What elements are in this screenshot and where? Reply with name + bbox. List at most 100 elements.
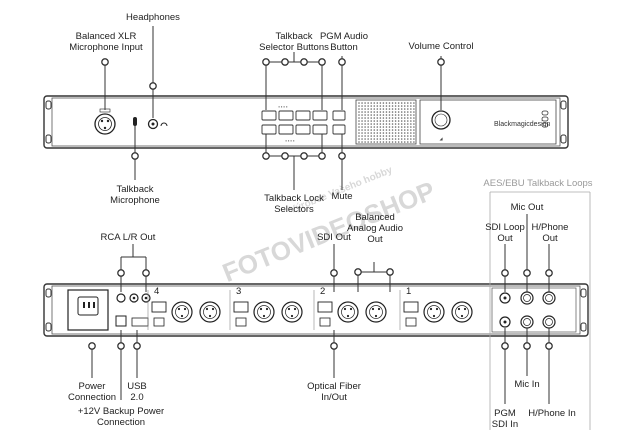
talkback-selector-button[interactable]	[278, 110, 294, 121]
talkback-lock-button[interactable]	[261, 124, 277, 135]
backup-power-port[interactable]	[116, 293, 126, 303]
optical-fiber-port[interactable]	[403, 301, 419, 313]
grille-hole	[385, 135, 388, 137]
grille-hole	[370, 132, 373, 134]
xlr-audio-out-port[interactable]	[199, 301, 221, 323]
grille-hole	[361, 117, 363, 119]
grille-hole	[403, 105, 406, 107]
sdi-out-port[interactable]	[319, 317, 331, 327]
grille-hole	[373, 132, 376, 134]
sdi-out-port[interactable]	[405, 317, 417, 327]
mic-in-port[interactable]	[520, 315, 534, 329]
grille-hole	[358, 141, 360, 143]
xlr-audio-out-port[interactable]	[281, 301, 303, 323]
grille-hole	[388, 111, 391, 113]
headphone-in-port[interactable]	[542, 315, 556, 329]
label-hphone-in: H/Phone In	[528, 408, 576, 419]
rack-hole	[560, 134, 567, 144]
xlr-audio-out-port[interactable]	[171, 301, 193, 323]
grille-hole	[385, 141, 388, 143]
power-inlet[interactable]	[67, 289, 109, 331]
xlr-inner-ring	[257, 305, 271, 319]
grille-hole	[376, 111, 379, 113]
xlr-inner-ring	[203, 305, 217, 319]
label-volume-control: Volume Control	[409, 41, 474, 52]
front-labels: Headphones Balanced XLR Microphone Input…	[69, 12, 473, 215]
grille-hole	[388, 135, 391, 137]
grille-hole	[379, 141, 382, 143]
grille-hole	[397, 117, 400, 119]
grille-hole	[394, 120, 397, 122]
grille-hole	[379, 126, 382, 128]
optical-fiber-port[interactable]	[317, 301, 333, 313]
xlr-pin	[287, 307, 291, 311]
label-selector-buttons: Selector Buttons	[259, 42, 329, 53]
grille-hole	[376, 114, 379, 116]
grille-hole	[370, 123, 373, 125]
talkback-selector-button[interactable]	[312, 110, 328, 121]
grille-hole	[373, 129, 376, 131]
label-balanced: Balanced	[355, 212, 395, 223]
talkback-selector-button[interactable]	[261, 110, 277, 121]
xlr-audio-out-port[interactable]	[451, 301, 473, 323]
grille-hole	[400, 108, 403, 110]
channel-number: 4	[154, 286, 159, 297]
grille-hole	[361, 114, 363, 116]
grille-hole	[410, 117, 412, 119]
pgm-audio-button[interactable]	[332, 110, 346, 121]
talkback-selector-button[interactable]	[295, 110, 311, 121]
grille-hole	[388, 126, 391, 128]
optical-fiber-port[interactable]	[151, 301, 167, 313]
grille-hole	[403, 111, 406, 113]
switch-block	[131, 317, 149, 327]
xlr-pin	[371, 307, 375, 311]
grille-hole	[358, 108, 360, 110]
sdi-out-port[interactable]	[235, 317, 247, 327]
grille-hole	[370, 117, 373, 119]
grille-hole	[379, 120, 382, 122]
grille-hole	[400, 123, 403, 125]
grille-hole	[385, 105, 388, 107]
xlr-audio-out-port[interactable]	[253, 301, 275, 323]
grille-hole	[358, 126, 360, 128]
grille-hole	[367, 129, 369, 131]
xlr-inner-ring	[427, 305, 441, 319]
headphone-jack[interactable]	[147, 118, 159, 130]
grille-hole	[407, 123, 409, 125]
label-button: Button	[330, 42, 357, 53]
xlr-audio-out-port[interactable]	[423, 301, 445, 323]
front-panel: ▪ ▪ ▪ ▪ ▪ ▪ ▪ ▪ ◢ Blackmagicdesign	[43, 95, 569, 149]
grille-hole	[367, 114, 369, 116]
sdi-out-port[interactable]	[153, 317, 165, 327]
grille-hole	[376, 108, 379, 110]
grille-hole	[361, 111, 363, 113]
headphone-out-port[interactable]	[542, 291, 556, 305]
label-talkback: Talkback	[276, 31, 313, 42]
grille-hole	[410, 126, 412, 128]
xlr-audio-out-port[interactable]	[365, 301, 387, 323]
volume-knob[interactable]: ◢	[419, 99, 557, 145]
xlr-audio-out-port[interactable]	[337, 301, 359, 323]
grille-hole	[382, 141, 385, 143]
grille-hole	[373, 141, 376, 143]
talkback-lock-button[interactable]	[278, 124, 294, 135]
label-power-connection: Connection	[68, 392, 116, 403]
mic-out-port[interactable]	[520, 291, 534, 305]
usb-port[interactable]	[115, 315, 127, 327]
xlr-pin	[346, 314, 350, 318]
rear-panel: 4 3 2 1	[43, 283, 589, 337]
label-backup-connection: Connection	[97, 417, 145, 428]
talkback-lock-button[interactable]	[312, 124, 328, 135]
grille-hole	[364, 120, 366, 122]
grille-hole	[382, 114, 385, 116]
grille-hole	[410, 120, 412, 122]
grille-hole	[400, 120, 403, 122]
talkback-lock-button[interactable]	[295, 124, 311, 135]
label-talkback-lock: Talkback Lock	[264, 193, 324, 204]
optical-fiber-port[interactable]	[233, 301, 249, 313]
grille-hole	[379, 135, 382, 137]
rack-hole	[45, 322, 52, 332]
mute-button[interactable]	[332, 124, 346, 135]
grille-hole	[367, 132, 369, 134]
